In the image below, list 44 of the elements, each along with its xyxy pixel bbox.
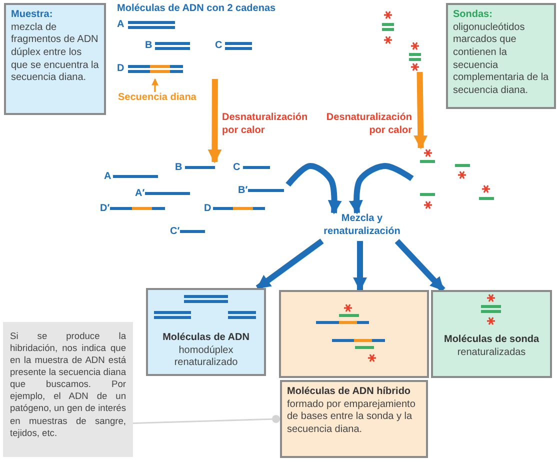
strand-label: C [215,41,222,51]
arrow [349,163,414,214]
note-box [3,322,133,457]
leader-line [132,415,280,424]
callout-label: Secuencia diana [118,92,198,105]
diagram-heading: Moléculas de ADN con 2 cadenas [117,4,276,14]
strand-label: B [145,41,152,51]
note-text: Si se produce la hibridación, nos indica que en la muestra de ADN está presente la secuencia diana que buscamos. Por ejemplo, el ADN de un patógeno, un gen de interés en muestras de sangre, tejidos, etc. [10,330,126,439]
arrow [414,72,428,150]
info-box [4,3,106,115]
box-text: homodúplex renaturalizado [173,344,239,370]
strand-label: A [117,20,124,30]
strand-label: D [117,64,124,74]
box-heading: Muestra: [11,9,54,22]
box-heading: Moléculas de sonda [442,334,540,347]
arrow [151,78,158,92]
strand-label: C′ [170,227,180,237]
strand-label: A [104,172,112,182]
arrow [394,238,446,292]
box-text: formado por emparejamiento de bases entre la sonda y la secuencia diana. [287,398,416,437]
box-heading: Sondas: [453,9,494,22]
strand-label: D [204,204,212,214]
edge-label: Desnaturalización por calor [222,112,309,137]
strand-label: B [175,163,182,173]
box-text: renaturalizadas [456,346,527,360]
process-label: Mezcla y renaturalización [322,213,402,238]
result-box [146,288,266,376]
box-text: oligonucleótidos marcados que contienen la secuencia complementaria de la secuencia diana. [453,22,549,98]
edge-label: Desnaturalización por calor [325,112,412,137]
info-box [446,3,556,109]
arrow [353,241,367,292]
arrow [256,238,324,290]
strand-label: B′ [238,186,248,196]
strand-label: C [233,163,240,173]
result-box [431,290,552,378]
box-text: mezcla de fragmentos de ADN dúplex entre los que se encuentra la secuencia diana. [11,22,99,86]
box-heading: Moléculas de ADN híbrido [287,386,412,399]
arrow [286,163,342,214]
strand-label: A′ [135,189,145,199]
box-heading: Moléculas de ADN [162,332,250,345]
strand-label: D′ [100,204,110,214]
caption-box [280,380,428,458]
arrow [208,78,222,164]
result-box [279,290,429,378]
